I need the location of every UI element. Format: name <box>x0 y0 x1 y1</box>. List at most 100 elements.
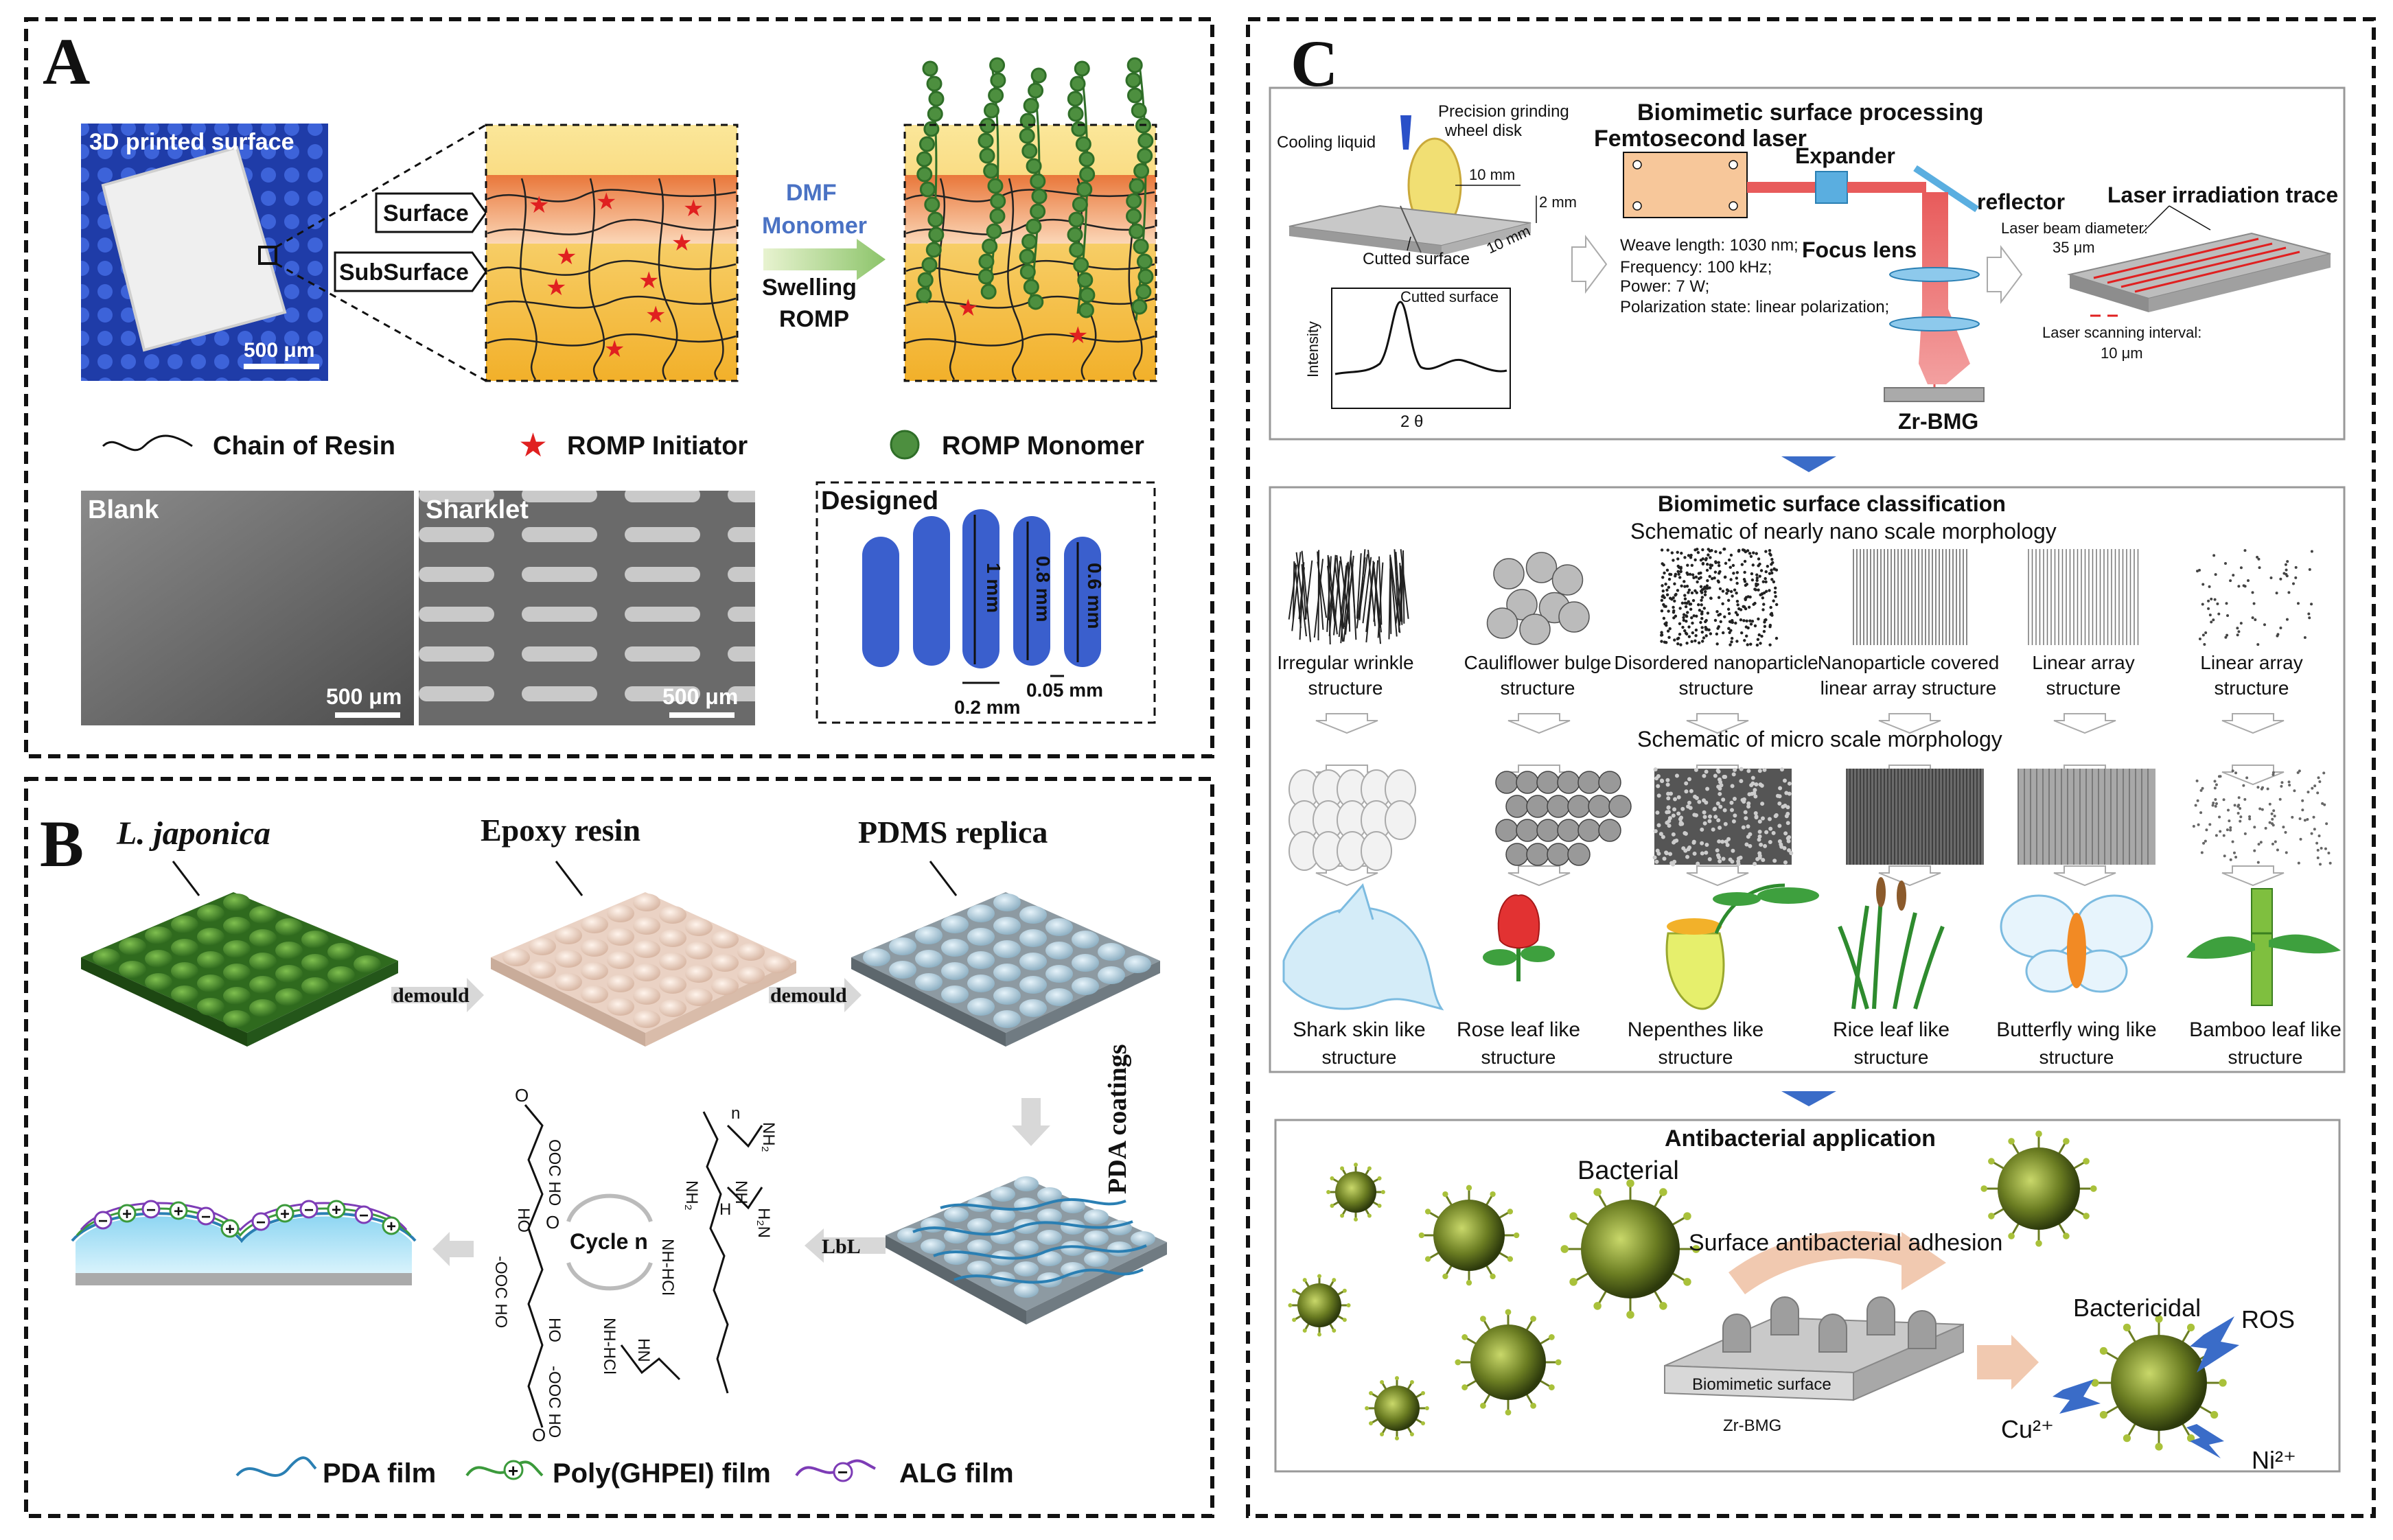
dome <box>223 987 251 1005</box>
monomer-bead <box>1126 208 1142 224</box>
svg-text:ROMP Initiator: ROMP Initiator <box>567 432 748 460</box>
dome <box>633 894 660 911</box>
svg-text:Focus lens: Focus lens <box>1802 237 1917 262</box>
dome <box>197 928 224 946</box>
dome <box>993 940 1021 958</box>
monomer-bead <box>1028 82 1044 99</box>
dome <box>763 955 791 973</box>
dome <box>921 1217 945 1233</box>
nano-label: structure <box>2215 677 2289 699</box>
down-arrow <box>2053 865 2116 887</box>
dome <box>659 953 686 970</box>
svg-text:★: ★ <box>683 196 704 222</box>
monomer-bead <box>1026 218 1042 235</box>
svg-text:Frequency: 100 kHz;: Frequency: 100 kHz; <box>1620 258 1772 277</box>
dome <box>581 985 608 1003</box>
monomer-bead <box>1129 223 1145 240</box>
lbl-arrow: LbL <box>805 1228 886 1263</box>
monomer-bead <box>1067 91 1083 107</box>
svg-text:Bactericidal: Bactericidal <box>2073 1294 2201 1322</box>
svg-text:ROMP Monomer: ROMP Monomer <box>942 432 1144 460</box>
svg-text:Schematic of micro scale morp: Schematic of micro scale morphology <box>1637 727 2002 751</box>
down-arrow <box>1878 865 1941 887</box>
bio-label: Rice leaf like <box>1833 1018 1950 1041</box>
dome <box>555 950 582 968</box>
dome <box>1107 1241 1132 1257</box>
monomer-bead <box>1031 188 1048 205</box>
charge-sign: − <box>201 1208 211 1226</box>
dome <box>93 948 120 966</box>
monomer-bead <box>1019 264 1036 280</box>
dome <box>145 950 172 968</box>
monomer-bead <box>1137 132 1154 149</box>
charge-sign: + <box>225 1220 235 1239</box>
dome <box>301 977 329 995</box>
svg-text:★: ★ <box>546 275 566 301</box>
photo-label: 3D printed surface <box>89 129 294 155</box>
monomer-bead <box>1069 242 1085 258</box>
bio-label: Nepenthes like <box>1628 1018 1764 1041</box>
svg-text:Cutted surface: Cutted surface <box>1363 250 1470 268</box>
monomer-bead <box>1030 67 1047 84</box>
dome <box>223 894 251 911</box>
cycle-n-badge: Cycle n <box>566 1193 653 1291</box>
dome <box>915 973 943 991</box>
monomer-bead <box>1129 178 1145 194</box>
dome <box>967 1218 992 1233</box>
svg-text:Surface: Surface <box>383 200 469 226</box>
monomer-bead <box>1077 272 1094 288</box>
monomer-bead <box>916 151 932 167</box>
dome <box>685 942 713 959</box>
svg-text:Intensity: Intensity <box>1304 321 1321 377</box>
dome <box>889 961 916 979</box>
svg-text:LbL: LbL <box>822 1235 861 1258</box>
plate-epoxy <box>491 892 796 1047</box>
dome <box>555 926 582 944</box>
monomer-bead <box>1030 203 1046 220</box>
dome <box>1098 966 1125 984</box>
dome <box>249 906 277 924</box>
charge-mark <box>196 1206 216 1226</box>
dome <box>659 999 686 1017</box>
dome <box>1098 943 1125 961</box>
legend-a: Chain of Resin ★ ROMP Initiator ROMP Mon… <box>102 428 1144 464</box>
svg-text:0.2 mm: 0.2 mm <box>954 697 1021 718</box>
svg-text:500 μm: 500 μm <box>662 684 738 709</box>
svg-text:H: H <box>719 1200 731 1219</box>
dome <box>711 954 739 972</box>
dome <box>915 926 943 944</box>
dome <box>301 954 329 972</box>
monomer-bead <box>988 87 1004 104</box>
micro-tile <box>1495 771 1632 866</box>
svg-text:HO: HO <box>545 1318 564 1342</box>
svg-text:0.05 mm: 0.05 mm <box>1026 679 1103 701</box>
dome <box>944 1207 969 1222</box>
surface-label: Surface <box>375 192 487 233</box>
dome <box>1014 1283 1039 1298</box>
svg-text:O: O <box>546 1212 559 1233</box>
bacterium-icon <box>1560 1179 1700 1319</box>
charge-mark <box>299 1200 319 1219</box>
monomer-bead <box>986 223 1002 240</box>
dome <box>197 998 224 1016</box>
monomer-bead <box>1136 253 1153 270</box>
monomer-bead <box>1133 238 1149 255</box>
charge-mark <box>275 1204 294 1223</box>
photo-scale: 500 μm <box>244 339 314 362</box>
charge-mark <box>141 1200 161 1219</box>
svg-text:NH: NH <box>732 1180 750 1204</box>
svg-text:ROS: ROS <box>2241 1305 2295 1333</box>
rice-icon <box>1838 877 1945 1010</box>
monomer-bead <box>1026 158 1042 174</box>
dome <box>889 937 916 955</box>
monomer-bead <box>919 181 936 198</box>
bacterium-icon <box>2091 1315 2227 1451</box>
dome <box>915 950 943 968</box>
dome <box>1037 1230 1062 1245</box>
monomer-bead <box>1131 102 1147 119</box>
bio-label: Shark skin like <box>1293 1018 1425 1041</box>
bio-label: Bamboo leaf like <box>2189 1018 2342 1041</box>
svg-text:1 mm: 1 mm <box>983 563 1004 613</box>
charge-sign: − <box>98 1212 108 1230</box>
dome <box>1037 1209 1062 1224</box>
